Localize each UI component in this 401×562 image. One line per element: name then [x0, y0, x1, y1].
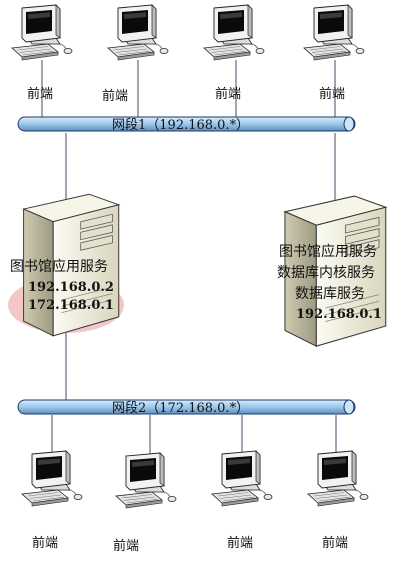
desktop-computer-icon [11, 4, 73, 61]
right-server-ip-1: 192.168.0.1 [296, 307, 382, 322]
bottom-terminal-3-label: 前端 [227, 535, 253, 551]
desktop-computer-icon [307, 450, 369, 507]
desktop-computer-icon [211, 450, 273, 507]
segment-2-label: 网段2（172.168.0.*） [112, 401, 249, 416]
desktop-computer-icon [115, 452, 177, 509]
desktop-computer-icon [203, 4, 265, 61]
right-server-role-2: 数据库内核服务 [277, 265, 375, 281]
segment-1-label: 网段1（192.168.0.*） [112, 118, 249, 133]
desktop-computer-icon [21, 450, 83, 507]
network-segment-1: 网段1（192.168.0.*） [17, 116, 356, 133]
top-terminal-4-label: 前端 [319, 86, 345, 102]
segment-1-bus [17, 116, 356, 132]
bottom-terminal-4: 前端 [307, 450, 369, 551]
bottom-terminal-1: 前端 [21, 450, 83, 551]
top-terminal-2: 前端 [102, 4, 169, 104]
left-server-ip-2: 172.168.0.1 [28, 298, 114, 313]
network-segment-2: 网段2（172.168.0.*） [17, 399, 356, 416]
bottom-terminal-4-label: 前端 [322, 535, 348, 551]
bottom-terminal-2: 前端 [113, 452, 177, 554]
left-server-ip-1: 192.168.0.2 [28, 280, 114, 295]
top-terminal-1: 前端 [11, 4, 73, 102]
top-terminal-4: 前端 [303, 4, 365, 102]
bottom-terminal-1-label: 前端 [32, 535, 58, 551]
right-server-role-3: 数据库服务 [295, 286, 365, 302]
top-terminal-3-label: 前端 [215, 86, 241, 102]
left-server: 图书馆应用服务 192.168.0.2 172.168.0.1 [8, 193, 124, 337]
bottom-terminals: 前端 前端 前端 前端 [21, 450, 369, 554]
left-server-role: 图书馆应用服务 [10, 258, 108, 275]
top-terminals: 前端 前端 前端 前端 [11, 4, 365, 104]
segment-2-bus [17, 399, 356, 415]
right-server-role-1: 图书馆应用服务 [279, 243, 377, 260]
bottom-terminal-3: 前端 [211, 450, 273, 551]
top-terminal-1-label: 前端 [27, 86, 53, 102]
segment-1-bus-end [343, 116, 355, 132]
desktop-computer-icon [303, 4, 365, 61]
bottom-terminal-2-label: 前端 [113, 538, 139, 554]
right-server: 图书馆应用服务 数据库内核服务 数据库服务 192.168.0.1 [277, 195, 387, 347]
top-terminal-3: 前端 [203, 4, 265, 102]
segment-2-bus-end [343, 399, 355, 415]
top-terminal-2-label: 前端 [102, 88, 128, 104]
desktop-computer-icon [107, 4, 169, 61]
